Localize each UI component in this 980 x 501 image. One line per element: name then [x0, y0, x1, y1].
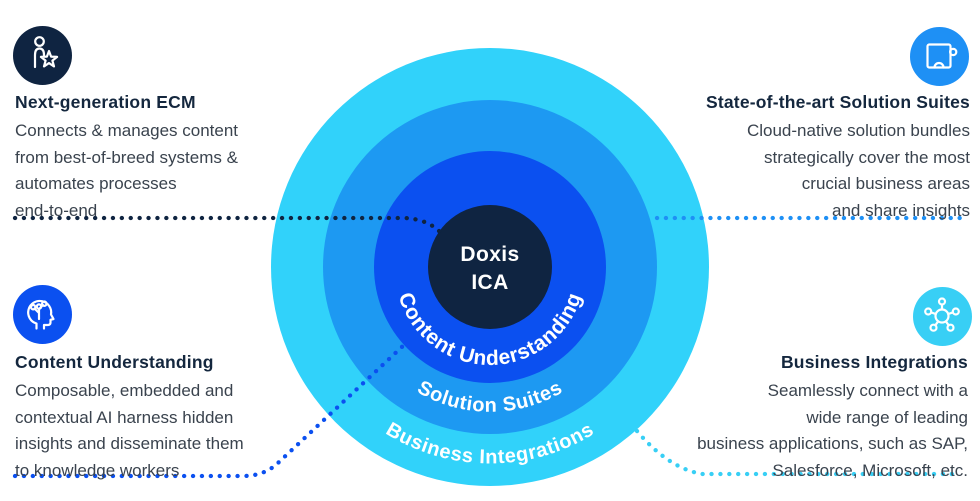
callout-business-integrations: Business Integrations Seamlessly connect… — [628, 352, 968, 484]
callout-line: to knowledge workers — [15, 460, 180, 480]
callout-line: Salesforce, Microsoft, etc. — [772, 460, 968, 480]
connector-top-left — [12, 215, 444, 236]
callout-line: and share insights — [832, 200, 970, 220]
puzzle-icon — [910, 27, 969, 86]
callout-line: Cloud-native solution bundles — [746, 121, 970, 140]
person-star-icon — [13, 26, 72, 85]
callout-title: Business Integrations — [780, 352, 968, 372]
network-hub-icon — [913, 287, 972, 346]
ai-head-icon — [13, 285, 72, 344]
callout-title: Content Understanding — [15, 352, 214, 372]
center-label-line2: ICA — [471, 271, 508, 294]
callout-title: State-of-the-art Solution Suites — [705, 92, 970, 112]
center-circle — [428, 205, 552, 329]
callout-next-generation-ecm: Next-generation ECM Connects & manages c… — [15, 92, 315, 224]
connector-bottom-right — [634, 428, 963, 477]
center-label-line1: Doxis — [460, 243, 519, 266]
callout-line: from best-of-breed systems & — [15, 147, 238, 167]
callout-line: wide range of leading — [806, 407, 968, 427]
callout-line: automates processes — [15, 174, 177, 193]
callout-line: business applications, such as SAP, — [697, 434, 968, 453]
callout-line: Seamlessly connect with a — [767, 381, 968, 400]
callout-content-understanding: Content Understanding Composable, embedd… — [15, 352, 325, 484]
callout-line: crucial business areas — [801, 174, 970, 193]
callout-line: contextual AI harness hidden — [15, 407, 234, 427]
callout-line: end-to-end — [15, 200, 98, 220]
callout-line: Composable, embedded and — [15, 381, 234, 400]
connector-bottom-left — [12, 342, 407, 479]
callout-line: strategically cover the most — [764, 147, 970, 167]
callout-title: Next-generation ECM — [15, 92, 196, 112]
callout-line: Connects & manages content — [15, 121, 239, 140]
callout-line: insights and disseminate them — [15, 434, 244, 453]
callout-state-of-the-art-solution-suites: State-of-the-art Solution Suites Cloud-n… — [640, 92, 970, 224]
